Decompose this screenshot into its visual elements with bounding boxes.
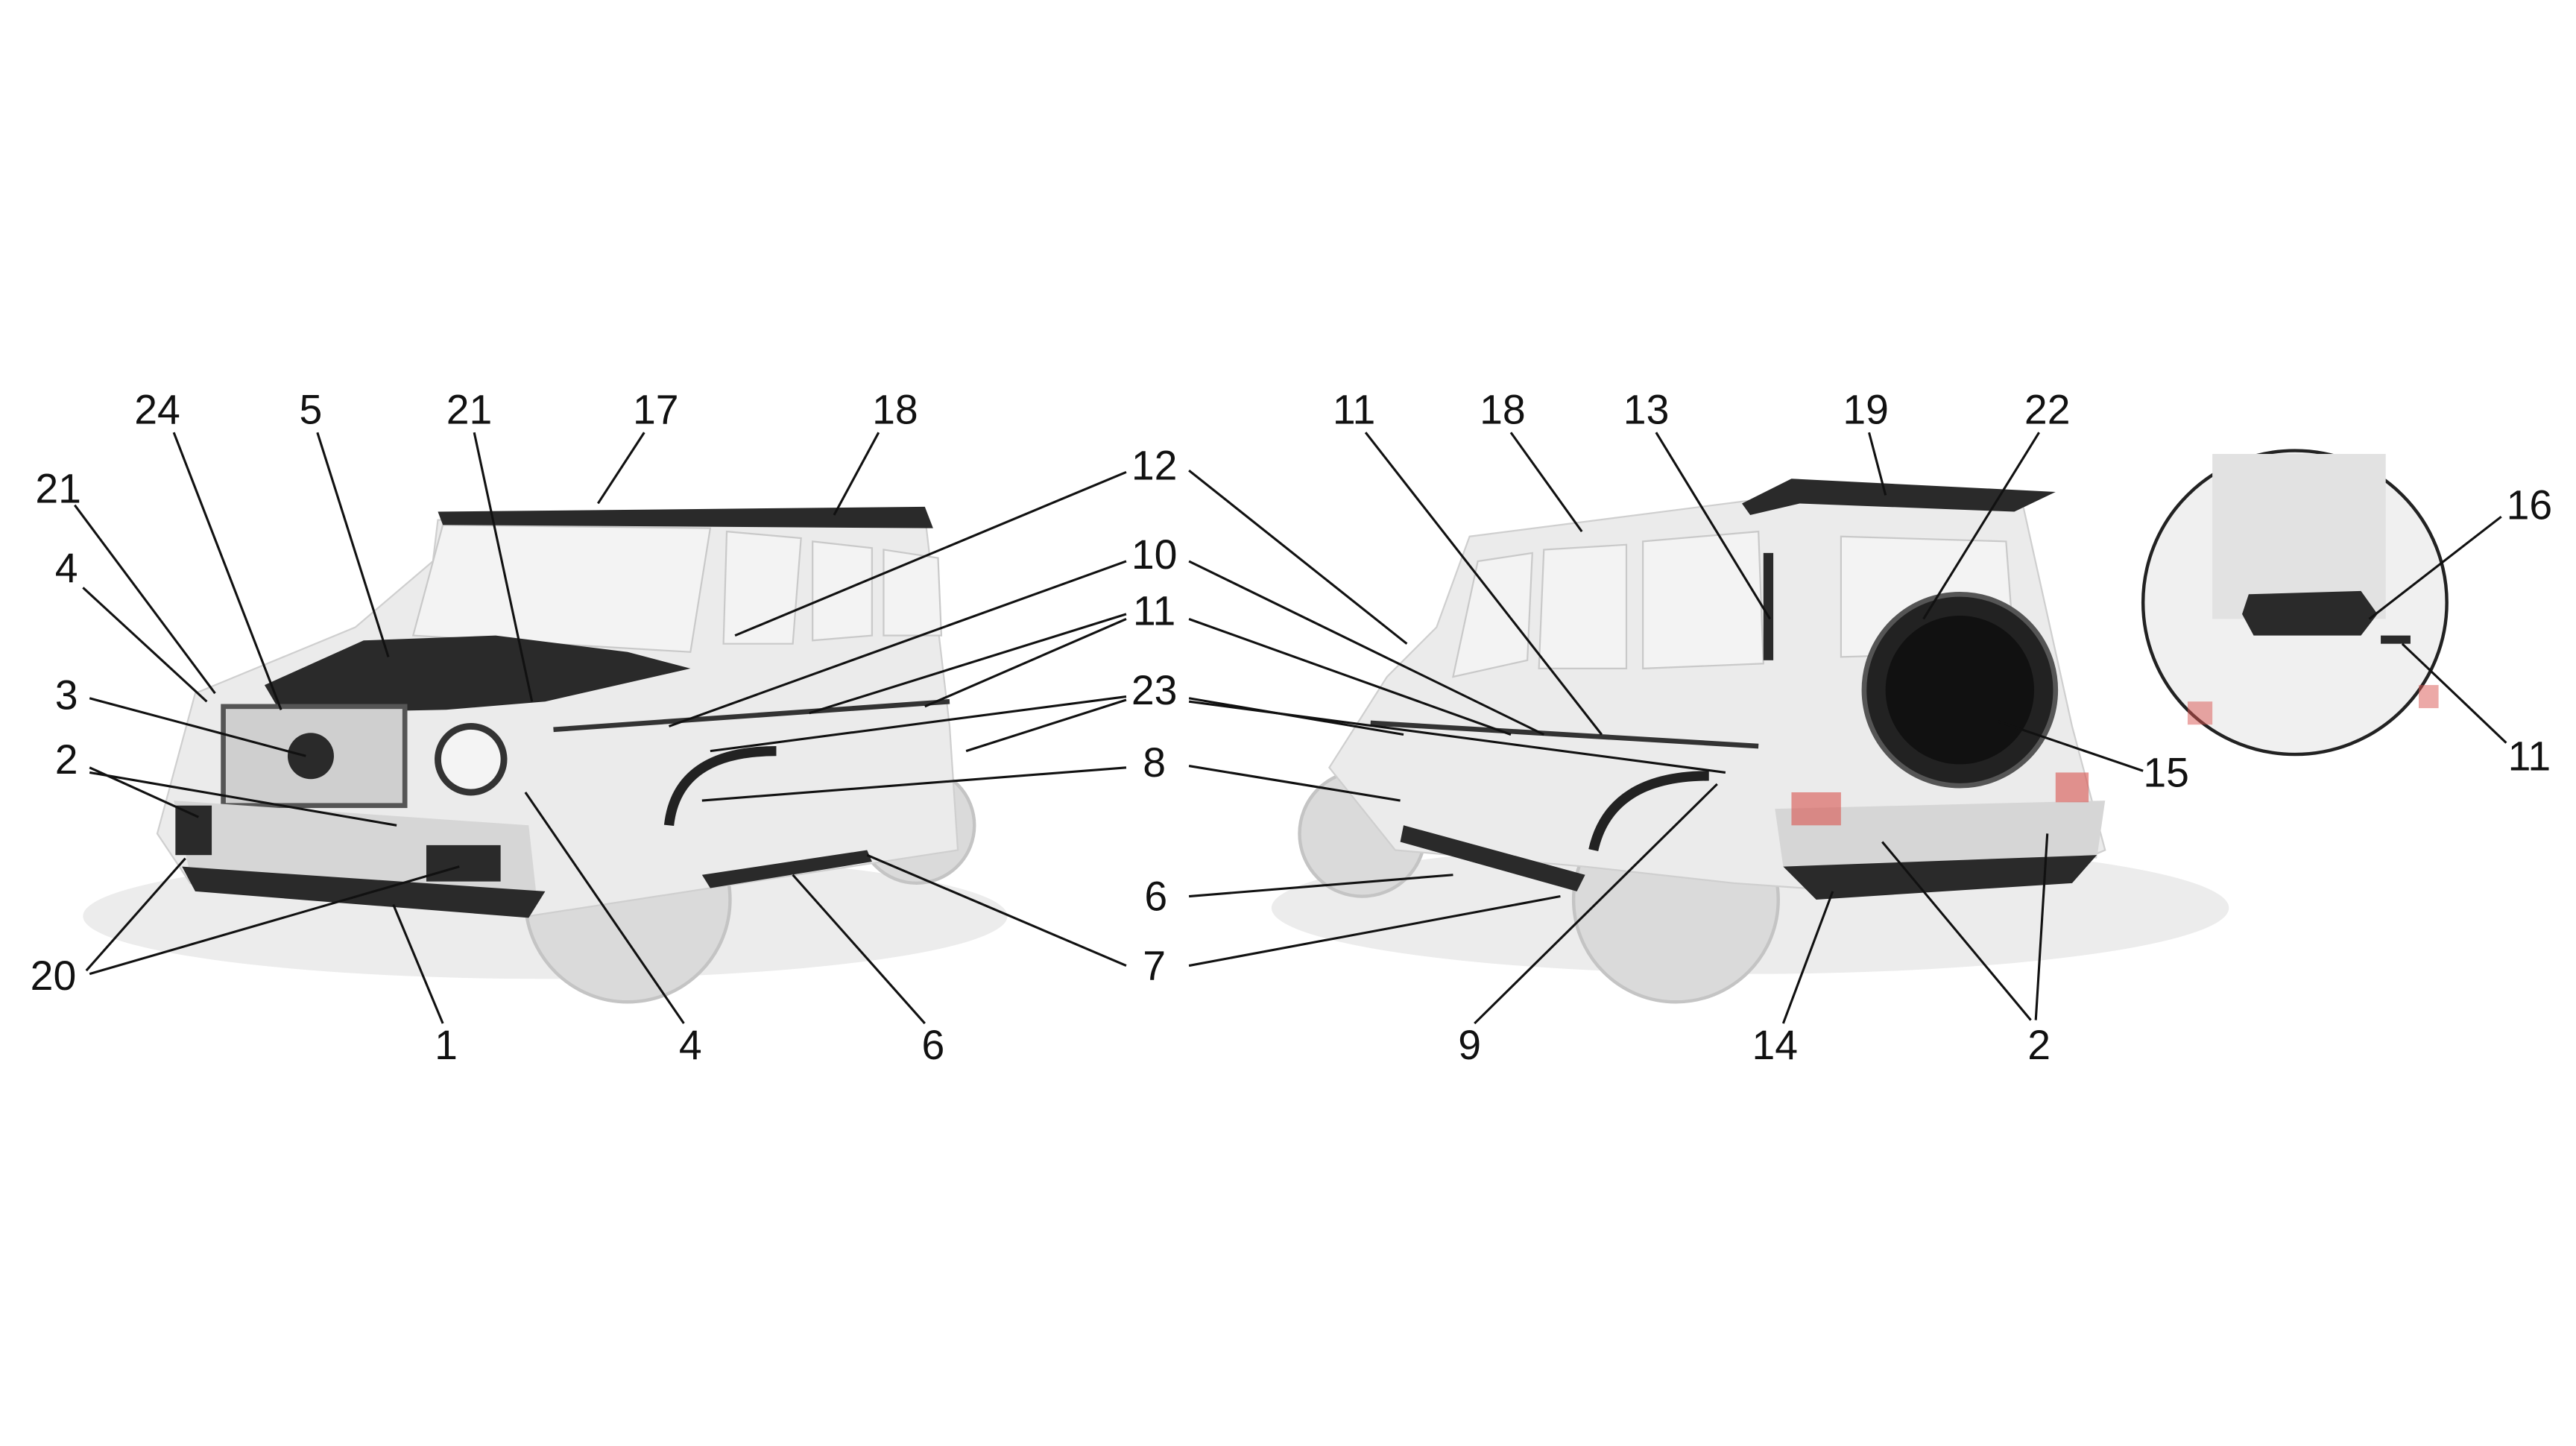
front-splitter (182, 866, 546, 918)
callout-4: 4 (679, 1022, 702, 1068)
side-step (701, 850, 872, 888)
callout-15: 15 (2143, 749, 2189, 795)
callout-22: 22 (2024, 386, 2071, 432)
headlight (435, 723, 508, 796)
leader-line-23 (710, 695, 1127, 753)
wheel-arch-flare (663, 746, 777, 827)
leader-line-23 (965, 698, 1127, 753)
leader-line-11 (1364, 432, 1603, 736)
leader-line-7 (1188, 895, 1561, 967)
leader-line-11 (2401, 643, 2507, 744)
leader-line-11 (809, 613, 1127, 715)
grille-star-badge (287, 733, 334, 780)
bumper-intake (426, 844, 501, 882)
leader-line-22 (1922, 432, 2040, 620)
callout-4: 4 (55, 545, 78, 591)
rear-vehicle-illustration (1271, 479, 2229, 1004)
c-pillar-trim (1763, 552, 1774, 660)
callout-18: 18 (872, 386, 918, 432)
tailgate-detail-inset (2141, 449, 2449, 757)
callout-14: 14 (1752, 1022, 1799, 1068)
leader-line-20 (89, 865, 460, 976)
leader-line-24 (172, 432, 282, 710)
callout-24: 24 (134, 386, 180, 432)
leader-lines (74, 432, 2507, 1025)
leader-line-10 (668, 560, 1127, 727)
leader-line-11 (1188, 618, 1512, 736)
callout-12: 12 (1131, 443, 1178, 489)
callout-1: 1 (435, 1022, 458, 1068)
rear-diffuser (1783, 855, 2097, 900)
leader-line-12 (1188, 469, 1408, 645)
leader-line-18 (833, 432, 880, 516)
callout-16: 16 (2507, 482, 2553, 528)
callout-23: 23 (1131, 667, 1178, 713)
callout-2: 2 (2027, 1022, 2051, 1068)
callout-11: 11 (1133, 587, 1175, 634)
callout-21: 21 (35, 466, 81, 512)
callout-7: 7 (1143, 943, 1166, 989)
leader-line-4 (82, 587, 208, 703)
callout-10: 10 (1131, 531, 1178, 578)
carbon-roof-spoiler (438, 506, 933, 528)
leader-line-5 (316, 432, 390, 657)
front-vehicle-illustration (83, 506, 1008, 1004)
callout-11: 11 (1333, 386, 1375, 432)
callout-6: 6 (1144, 874, 1167, 920)
leader-line-2 (1881, 841, 2032, 1021)
leader-line-8 (1188, 765, 1401, 802)
callout-5: 5 (300, 386, 323, 432)
leader-line-1 (392, 904, 444, 1024)
tailgate-handle-trim (2242, 590, 2378, 636)
callout-9: 9 (1458, 1022, 1481, 1068)
leader-line-10 (1188, 560, 1544, 736)
leader-line-21 (473, 432, 534, 702)
leader-line-3 (89, 697, 306, 757)
leader-line-6 (792, 874, 926, 1025)
leader-line-16 (2368, 515, 2502, 620)
leader-line-21 (74, 504, 216, 695)
leader-line-14 (1781, 891, 1834, 1024)
leader-line-23 (1188, 700, 1726, 774)
leader-line-18 (1509, 432, 1583, 533)
leader-line-8 (701, 766, 1127, 802)
carbon-hood (264, 635, 691, 713)
leader-line-6 (1188, 874, 1453, 898)
leader-line-4 (524, 792, 685, 1024)
callout-6: 6 (921, 1022, 944, 1068)
leader-line-17 (596, 432, 645, 505)
leader-line-2 (2034, 833, 2049, 1020)
callout-18: 18 (1480, 386, 1526, 432)
callout-13: 13 (1623, 386, 1670, 432)
callout-21: 21 (446, 386, 493, 432)
leader-line-2 (89, 771, 397, 827)
leader-line-19 (1868, 432, 1887, 496)
callout-19: 19 (1843, 386, 1889, 432)
callout-20: 20 (31, 953, 77, 999)
leader-line-9 (1474, 783, 1718, 1025)
rear-roof-spoiler (1742, 479, 2056, 515)
callout-8: 8 (1143, 739, 1166, 786)
callout-2: 2 (55, 736, 78, 783)
leader-line-7 (866, 853, 1127, 967)
callout-11: 11 (2508, 733, 2551, 779)
callout-17: 17 (633, 386, 679, 432)
leader-line-11 (924, 618, 1127, 708)
leader-line-20 (85, 857, 186, 972)
leader-line-12 (734, 470, 1127, 637)
leader-line-13 (1655, 432, 1771, 620)
leader-line-15 (1997, 720, 2144, 772)
callout-3: 3 (55, 672, 78, 718)
